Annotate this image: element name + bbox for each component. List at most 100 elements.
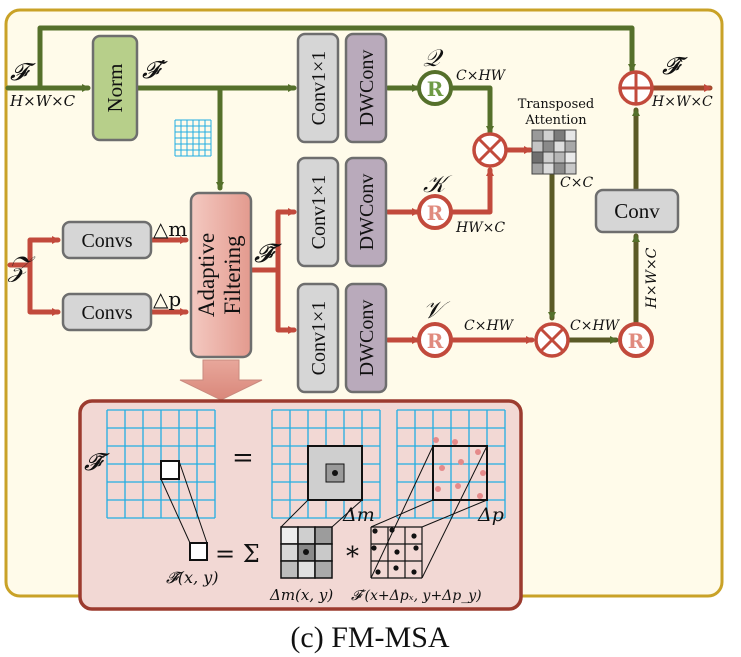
dwconv-k-label: DWConv (356, 174, 378, 251)
attention-title-2: Attention (524, 113, 587, 128)
detail-dm-xy: Δm(x, y) (269, 586, 333, 604)
kernel-dm-cell (280, 526, 299, 545)
reshape-q: R (417, 70, 453, 106)
multiply-qk-icon (472, 132, 508, 168)
reshape-out: R (618, 322, 654, 358)
detail-delta-m: Δm (342, 504, 375, 526)
kernel-dm-cell (314, 543, 333, 562)
kernel-dm-cell (297, 560, 316, 579)
expand-arrow (179, 359, 263, 401)
detail-fprime-shift: 𝓕′(x+Δpₓ, y+Δp_y) (351, 588, 482, 604)
kernel-dp-dot (393, 565, 399, 571)
grid-c-sample (458, 459, 464, 465)
detail-sum: = Σ (215, 540, 260, 568)
kernel-dm-cell (280, 560, 299, 579)
kernel-dm-cell (314, 526, 333, 545)
conv-label: Conv (614, 199, 660, 223)
output-cell (189, 542, 208, 561)
delta-m-label: △m (153, 217, 187, 241)
grid-b-dot (332, 470, 338, 476)
delta-p-label: △p (153, 287, 181, 311)
attention-cell (542, 162, 555, 175)
kernel-dm-cell (280, 543, 299, 562)
reshape-k: R (417, 194, 453, 230)
v-branch-blocks: Conv1×1 DWConv (296, 282, 388, 394)
adaptive-label: Adaptive (194, 233, 219, 317)
grid-c-sample (452, 439, 458, 445)
attention-cell (564, 129, 577, 142)
q-branch-blocks: Conv1×1 DWConv (296, 32, 388, 144)
output-dims: H×W×C (651, 94, 713, 110)
norm-block: Norm (91, 34, 139, 142)
add-icon (618, 70, 654, 106)
out-dims: C×HW (570, 318, 621, 334)
grid-c-sample (433, 437, 439, 443)
convs-p-label: Convs (81, 302, 132, 324)
attention-cell (542, 129, 555, 142)
attention-cell (553, 162, 566, 175)
convs-p-block: Convs (61, 292, 153, 332)
dwconv-q-label: DWConv (356, 50, 378, 127)
adaptive-filtering-block: Adaptive Filtering (189, 191, 253, 359)
grid-c-sample (480, 470, 486, 476)
kernel-dp-dot (375, 569, 381, 575)
reshape-out-label: R (628, 329, 645, 353)
projection-line (370, 445, 434, 579)
kernel-dm-dot (303, 549, 309, 555)
conv1x1-q-label: Conv1×1 (308, 51, 330, 126)
figure-caption: (c) FM-MSA (290, 621, 450, 654)
detail-projection-lines (160, 445, 488, 579)
projection-line (421, 499, 488, 528)
projection-line (178, 460, 208, 544)
kernel-dm-cell (297, 526, 316, 545)
k-branch-blocks: Conv1×1 DWConv (296, 156, 388, 268)
detail-dp-grid (396, 409, 506, 519)
grid-a-focus-cell (160, 460, 180, 480)
q-label: 𝒬 (423, 44, 444, 72)
grid-c-sample (477, 493, 483, 499)
norm-label: Norm (103, 64, 127, 113)
detail-kernel-dm (280, 526, 333, 579)
projection-line (421, 445, 488, 579)
q-dims: C×HW (456, 68, 507, 84)
k-dims: HW×C (455, 220, 505, 236)
convs-m-label: Convs (81, 230, 132, 252)
kernel-dp-dot (394, 549, 400, 555)
attention-cell (564, 162, 577, 175)
v-dims: C×HW (464, 318, 515, 334)
conv1x1-v-label: Conv1×1 (308, 301, 330, 376)
attention-dims: C×C (560, 175, 593, 191)
attention-cell (531, 129, 544, 142)
kernel-dp-dot (413, 545, 419, 551)
attention-cell (531, 140, 544, 153)
grid-c-sample (455, 483, 461, 489)
detail-star: * (346, 542, 359, 572)
projection-line (160, 478, 191, 544)
kernel-dp-dot (372, 528, 378, 534)
projection-line (331, 499, 363, 528)
attention-cell (542, 151, 555, 164)
attention-cell (553, 140, 566, 153)
dwconv-v-label: DWConv (356, 300, 378, 377)
reshape-q-label: R (427, 77, 444, 101)
kernel-dp-dot (411, 533, 417, 539)
reshape-k-label: R (427, 201, 444, 225)
branch-dims: H×W×C (644, 247, 660, 309)
grid-c-sample (435, 486, 441, 492)
attention-title-1: Transposed (518, 97, 595, 112)
projection-line (280, 499, 309, 528)
multiply-v-icon (534, 322, 570, 358)
input-f-dims: H×W×C (9, 92, 76, 110)
filtering-label: Filtering (220, 235, 245, 315)
attention-cell (564, 151, 577, 164)
conv1x1-k-label: Conv1×1 (308, 175, 330, 250)
attention-cell (553, 151, 566, 164)
attention-cell (542, 140, 555, 153)
attention-cell (531, 162, 544, 175)
detail-equals: = (232, 443, 254, 473)
convs-m-block: Convs (61, 220, 153, 260)
detail-ftilde-grid (106, 409, 216, 519)
reshape-v: R (417, 322, 453, 358)
kernel-dp-dot (371, 545, 377, 551)
